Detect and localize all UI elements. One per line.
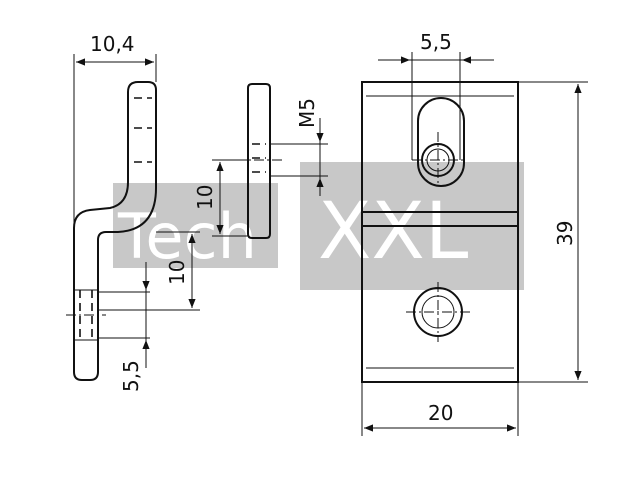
dim-thread: M5: [270, 98, 328, 196]
plate-view: [236, 83, 282, 239]
plate-outline: [247, 83, 271, 239]
front-view: [361, 81, 519, 383]
dim-label-slot-width: 5,5: [420, 30, 452, 54]
front-outline: [361, 81, 519, 383]
dim-label-plate-hole: 10: [193, 185, 217, 210]
dim-slot-width: 5,5: [378, 30, 494, 160]
dim-hole-pitch-side: 5,5: [98, 262, 150, 392]
dim-plate-hole: 10: [193, 159, 248, 237]
dim-width: 20: [361, 382, 519, 436]
dim-label-hole-pitch-side: 5,5: [119, 360, 143, 392]
dim-label-side-width: 10,4: [90, 32, 135, 56]
slot: [417, 97, 465, 187]
dim-label-height: 39: [553, 221, 577, 246]
dim-label-width: 20: [428, 401, 453, 425]
watermark-text-right: XXL: [318, 187, 469, 277]
dim-height: 39: [518, 81, 588, 383]
side-view: [66, 81, 157, 381]
dim-side-width: 10,4: [73, 32, 157, 228]
side-view-outline: [73, 81, 157, 381]
dim-bend-offset: 10: [98, 231, 200, 311]
dim-label-bend-offset: 10: [165, 260, 189, 285]
dim-label-thread: M5: [295, 98, 319, 128]
